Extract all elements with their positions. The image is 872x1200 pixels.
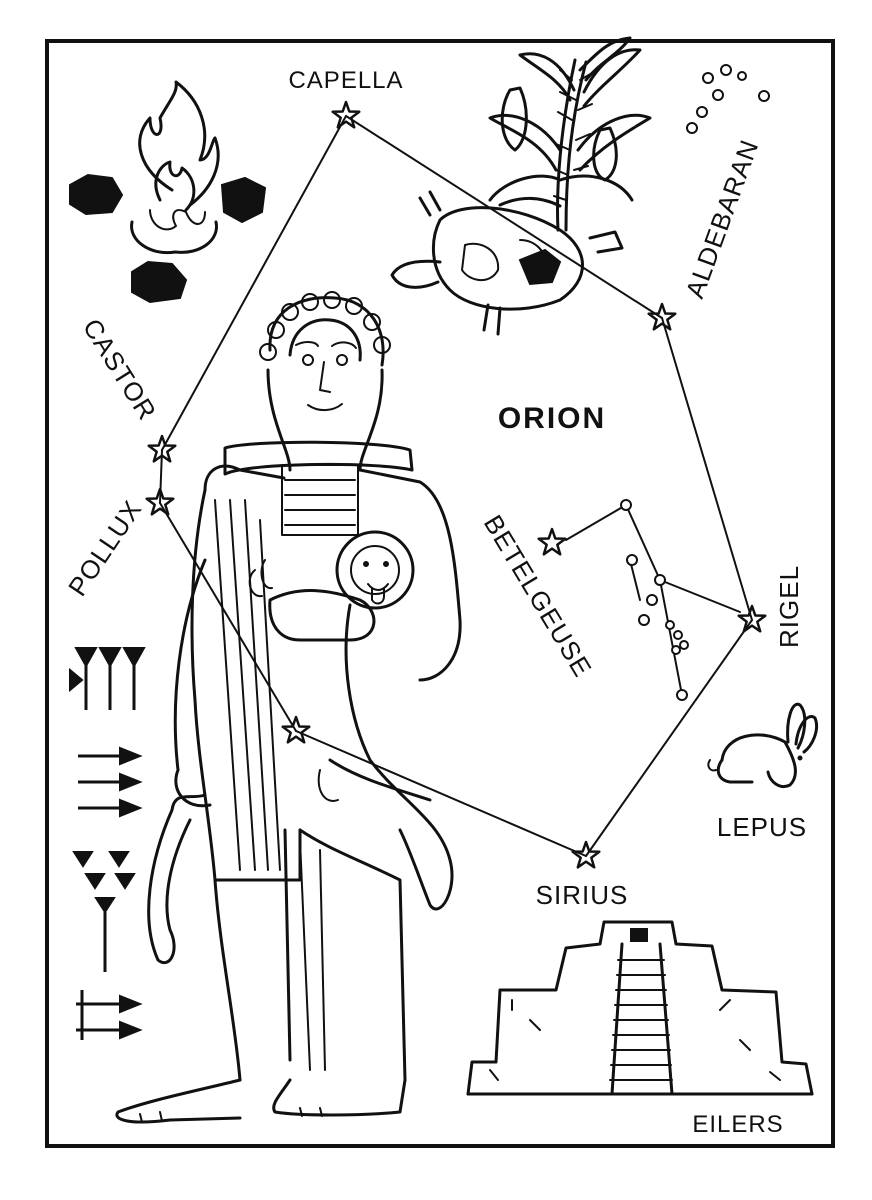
- pleiades-dots: [686, 64, 770, 134]
- label-pollux: POLLUX: [62, 495, 148, 602]
- label-orion: ORION: [498, 402, 606, 435]
- star-aldebaran-icon: [647, 302, 677, 331]
- constellation-lines: [159, 115, 753, 857]
- label-castor: CASTOR: [77, 313, 163, 425]
- rabbit-icon: [707, 702, 819, 788]
- picture-frame: [45, 39, 835, 1148]
- orion-asterism: [565, 499, 741, 701]
- star-betelgeuse-icon: [537, 527, 567, 556]
- label-sirius: SIRIUS: [536, 880, 629, 910]
- artist-signature: EILERS: [692, 1111, 783, 1138]
- label-aldebaran: ALDEBARAN: [679, 135, 764, 302]
- label-rigel: RIGEL: [774, 565, 804, 648]
- label-capella: CAPELLA: [288, 67, 403, 94]
- cuneiform-icon: [69, 647, 146, 1040]
- figure-illustration: [115, 291, 462, 1124]
- turtle-icon: [390, 190, 624, 336]
- ziggurat-icon: [466, 920, 814, 1096]
- label-betelgeuse: BETELGEUSE: [478, 510, 598, 683]
- plant-icon: [488, 36, 652, 232]
- label-lepus: LEPUS: [717, 812, 807, 842]
- fire-icon: [130, 80, 220, 255]
- star-capella-icon: [331, 100, 361, 129]
- coal-icon: [69, 173, 267, 304]
